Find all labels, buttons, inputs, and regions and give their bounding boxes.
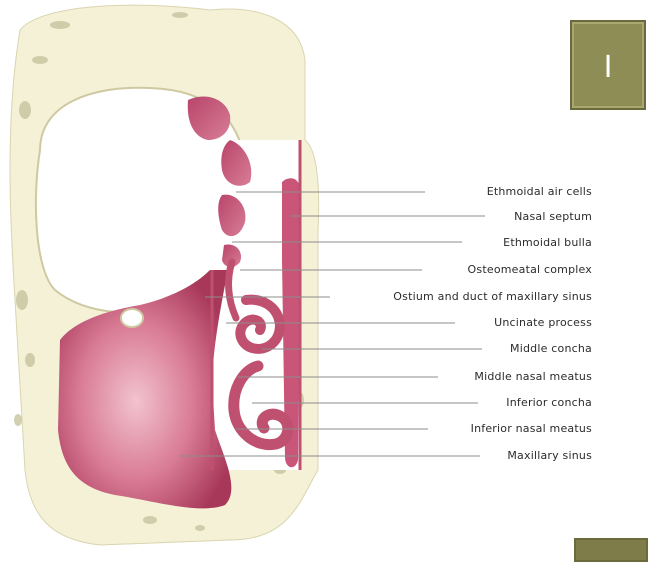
- section-badge-text: I: [572, 50, 644, 85]
- label-inferior-nasal-meatus: Inferior nasal meatus: [471, 422, 592, 435]
- section-badge-bottom: [574, 538, 648, 562]
- label-nasal-septum: Nasal septum: [514, 210, 592, 223]
- label-middle-concha: Middle concha: [510, 342, 592, 355]
- label-osteomeatal-complex: Osteomeatal complex: [468, 263, 592, 276]
- label-middle-nasal-meatus: Middle nasal meatus: [474, 370, 592, 383]
- label-ethmoidal-air-cells: Ethmoidal air cells: [487, 185, 592, 198]
- label-ethmoidal-bulla: Ethmoidal bulla: [503, 236, 592, 249]
- ostium-circle: [121, 309, 143, 327]
- label-inferior-concha: Inferior concha: [506, 396, 592, 409]
- label-uncinate-process: Uncinate process: [494, 316, 592, 329]
- section-badge: I: [570, 20, 646, 110]
- label-maxillary-sinus: Maxillary sinus: [507, 449, 592, 462]
- label-ostium-duct: Ostium and duct of maxillary sinus: [393, 290, 592, 303]
